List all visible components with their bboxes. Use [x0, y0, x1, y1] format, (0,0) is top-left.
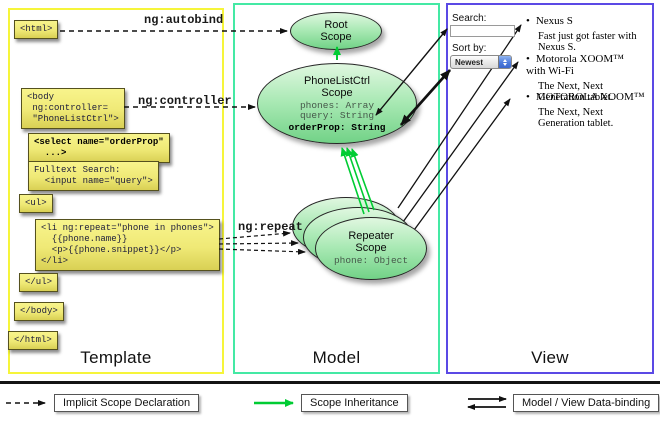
- phone-list-item: • MOTOROLA XOOM™ The Next, Next Generatio…: [526, 91, 646, 129]
- bullet-icon: •: [526, 15, 530, 27]
- phonelistctrl-scope-orderprop: orderProp: String: [288, 121, 386, 133]
- search-label: Search:: [452, 13, 487, 24]
- ng-autobind-label: ng:autobind: [144, 13, 224, 27]
- phone-name: Nexus S: [535, 15, 573, 27]
- ng-controller-label: ng:controller: [138, 94, 232, 108]
- phone-desc: The Next, Next Generation tablet.: [538, 81, 614, 103]
- repeater-scope-ellipse-front: Repeater Scope phone: Object: [315, 217, 427, 280]
- phone-desc: The Next, Next Generation tablet.: [538, 107, 614, 129]
- model-panel: Model: [233, 3, 440, 374]
- root-scope-title: Root Scope: [320, 19, 352, 43]
- root-scope-ellipse: Root Scope: [290, 12, 382, 50]
- code-ul-close: </ul>: [19, 273, 59, 292]
- sort-dropdown-value: Newest: [455, 57, 484, 67]
- legend-model-view-data-binding: Model / View Data-binding: [513, 394, 660, 412]
- phone-name: Motorola XOOM™ with Wi-Fi: [526, 53, 624, 77]
- phonelistctrl-scope-props: phones: Array query: String: [299, 99, 375, 121]
- bullet-icon: •: [526, 91, 530, 103]
- phone-list-item: • Nexus S Fast just got faster with Nexus…: [526, 15, 646, 53]
- code-select: <select name="orderProp" ...>: [28, 133, 170, 163]
- code-body-open: <body ng:controller= "PhoneListCtrl">: [21, 88, 125, 129]
- code-html-close: </html>: [8, 331, 58, 350]
- bullet-icon: •: [526, 53, 530, 65]
- phonelistctrl-scope-ellipse: PhoneListCtrl Scope phones: Array query:…: [257, 63, 417, 144]
- code-ul-open: <ul>: [19, 194, 53, 213]
- phone-desc: Fast just got faster with Nexus S.: [538, 31, 637, 53]
- legend-divider: [0, 381, 660, 384]
- phonelistctrl-scope-title: PhoneListCtrl Scope: [303, 74, 371, 99]
- code-li-repeat: <li ng:repeat="phone in phones"> {{phone…: [35, 219, 220, 271]
- code-html-open: <html>: [14, 20, 59, 39]
- dropdown-stepper-icon: [498, 56, 511, 68]
- search-input[interactable]: [450, 25, 515, 37]
- sort-dropdown[interactable]: Newest: [450, 55, 512, 69]
- repeater-scope-prop: phone: Object: [333, 255, 409, 267]
- sort-by-label: Sort by:: [452, 43, 487, 54]
- template-panel-label: Template: [80, 348, 152, 367]
- ng-repeat-label: ng:repeat: [238, 220, 303, 234]
- phone-list-item: •Motorola XOOM™ with Wi-Fi The Next, Nex…: [526, 53, 646, 103]
- legend-scope-inheritance: Scope Inheritance: [301, 394, 408, 412]
- phone-name: MOTOROLA XOOM™: [535, 91, 645, 103]
- view-panel-label: View: [531, 348, 569, 367]
- repeater-scope-title: Repeater Scope: [348, 230, 394, 255]
- code-body-close: </body>: [14, 302, 64, 321]
- code-fulltext-search: Fulltext Search: <input name="query">: [28, 161, 159, 191]
- legend-implicit-scope-declaration: Implicit Scope Declaration: [54, 394, 200, 412]
- model-panel-label: Model: [312, 348, 361, 367]
